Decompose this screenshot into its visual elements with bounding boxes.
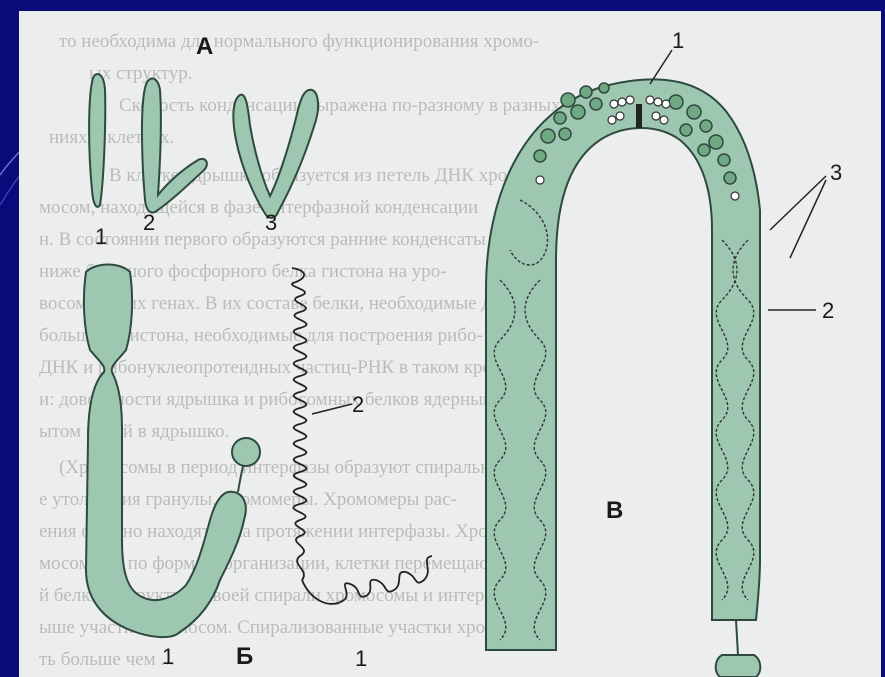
lampbrush-stalk: [736, 620, 738, 655]
chromosome-b-coil-1: [302, 556, 432, 604]
panel-v-number-2: 2: [822, 298, 834, 323]
chromosome-a1: [89, 74, 105, 207]
panel-b-number-1-left: 1: [162, 644, 174, 669]
panel-v-number-3: 3: [830, 160, 842, 185]
panel-b-number-1-right: 1: [355, 646, 367, 671]
chromosome-a2: [142, 78, 207, 212]
panel-a-number-1: 1: [95, 224, 107, 249]
panel-a-number-2: 2: [143, 210, 155, 235]
panel-a-number-3: 3: [265, 210, 277, 235]
panel-v-number-1: 1: [672, 28, 684, 53]
panel-a-letter: А: [196, 33, 213, 60]
leader-v-3b: [790, 180, 826, 258]
leader-b-2: [312, 404, 352, 414]
panel-b: 2 Б 1 1: [84, 265, 432, 672]
lampbrush-end-knob: [716, 655, 761, 677]
panel-v: 1 2 3 В: [486, 28, 842, 677]
chromosome-b-satellite: [232, 438, 260, 466]
panel-a: А 1 2 3: [89, 33, 318, 249]
chromosome-b-coil-2: [292, 268, 307, 580]
panel-b-letter: Б: [236, 643, 253, 670]
chromosome-a3: [233, 90, 318, 218]
centromere-mark: [636, 104, 642, 128]
panel-v-letter: В: [606, 497, 623, 524]
leader-v-3a: [770, 176, 826, 230]
chromosome-b-large: [84, 265, 246, 638]
panel-b-number-2: 2: [352, 392, 364, 417]
